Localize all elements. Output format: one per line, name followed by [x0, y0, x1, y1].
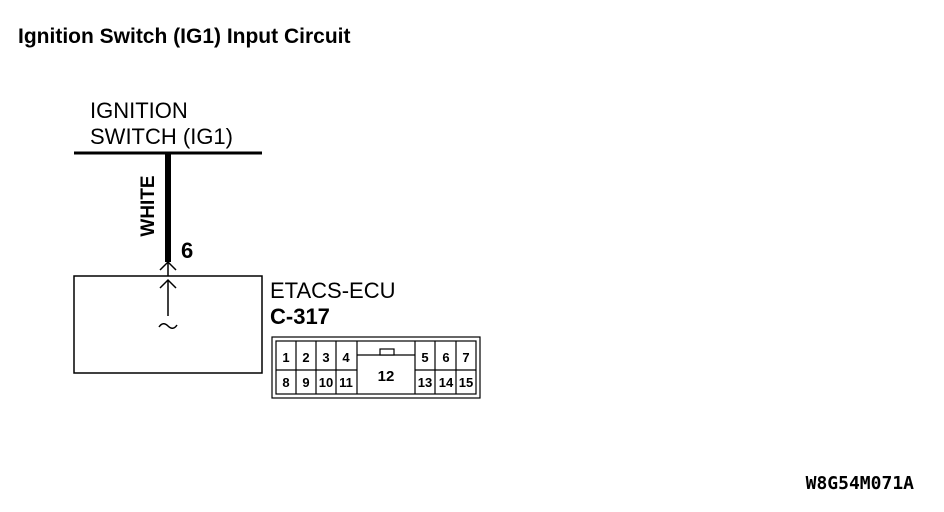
pin-6: 6 [442, 350, 449, 365]
pin-7: 7 [462, 350, 469, 365]
pin-4: 4 [342, 350, 350, 365]
pin-1: 1 [282, 350, 289, 365]
pin-5: 5 [421, 350, 428, 365]
figure-code: W8G54M071A [806, 473, 915, 494]
pin-11: 11 [339, 375, 353, 390]
pin-8: 8 [282, 375, 289, 390]
connector-face [271, 336, 481, 399]
wire-color-label: WHITE [138, 175, 159, 236]
internal-load-tilde-icon [158, 323, 178, 329]
pin-15: 15 [459, 375, 473, 390]
pin-12: 12 [378, 368, 395, 385]
pin-13: 13 [418, 375, 432, 390]
ignition-switch-label-line2: SWITCH (IG1) [90, 124, 233, 149]
terminal-number: 6 [181, 238, 193, 263]
etacs-ecu-box [73, 275, 263, 374]
pin-10: 10 [319, 375, 333, 390]
ecu-name: ETACS-ECU [270, 278, 396, 303]
pin-2: 2 [302, 350, 309, 365]
pin-3: 3 [322, 350, 329, 365]
pin-9: 9 [302, 375, 309, 390]
ignition-switch-label-line1: IGNITION [90, 98, 188, 123]
connector-id: C-317 [270, 304, 330, 329]
diagram-title: Ignition Switch (IG1) Input Circuit [18, 25, 350, 48]
pin-14: 14 [439, 375, 454, 390]
